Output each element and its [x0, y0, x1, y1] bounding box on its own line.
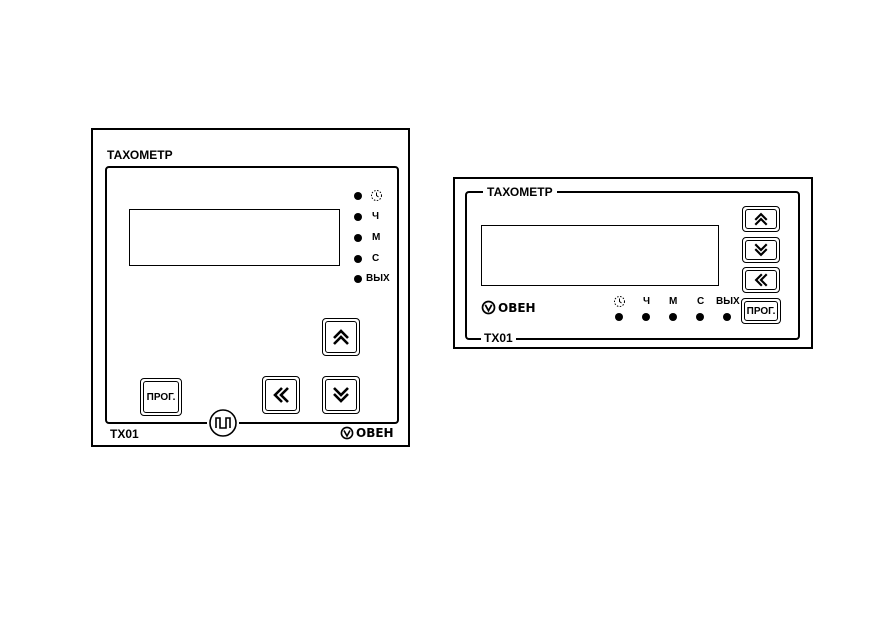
wide-owen-logo: ОВЕН	[481, 300, 536, 315]
wide-panel-title: ТАХОМЕТР	[483, 185, 557, 199]
square-owen-logo: ОВЕН	[340, 426, 394, 440]
square-panel-model: ТХ01	[107, 427, 142, 441]
square-indicator-h-led	[354, 213, 362, 221]
square-indicator-s-led	[354, 255, 362, 263]
owen-logo-icon	[340, 426, 354, 440]
double-chevron-up-icon	[333, 329, 349, 345]
wide-indicator-clock-led	[615, 313, 623, 321]
wide-indicator-m-label: М	[669, 296, 678, 307]
pulse-icon	[207, 408, 239, 438]
square-owen-logo-text: ОВЕН	[356, 426, 394, 440]
wide-indicator-out-label: ВЫХ	[716, 296, 740, 307]
square-indicator-out-led	[354, 275, 362, 283]
double-chevron-up-icon	[754, 212, 768, 226]
square-down-button[interactable]	[322, 376, 360, 414]
clock-icon	[614, 296, 625, 307]
square-panel-display	[129, 209, 340, 266]
wide-indicator-s-led	[696, 313, 704, 321]
double-chevron-left-icon	[754, 273, 768, 287]
square-indicator-m-label: М	[372, 232, 381, 243]
double-chevron-left-icon	[273, 387, 289, 403]
wide-panel: ТАХОМЕТР ПРОГ. ОВЕН Ч М С В	[453, 177, 813, 349]
square-indicator-h-label: Ч	[372, 211, 380, 222]
square-indicator-clock-led	[354, 192, 362, 200]
clock-icon	[371, 190, 382, 201]
wide-indicator-m-led	[669, 313, 677, 321]
wide-prog-button[interactable]: ПРОГ.	[741, 298, 781, 324]
square-prog-button[interactable]: ПРОГ.	[140, 378, 182, 416]
square-panel-title: ТАХОМЕТР	[103, 148, 177, 162]
square-left-button[interactable]	[262, 376, 300, 414]
square-indicator-m-led	[354, 234, 362, 242]
square-prog-button-label: ПРОГ.	[146, 391, 176, 403]
square-panel: ТАХОМЕТР Ч М С ВЫХ ПРОГ.	[91, 128, 410, 447]
wide-panel-inner-frame	[465, 191, 800, 340]
wide-indicator-h-label: Ч	[643, 296, 651, 307]
wide-down-button[interactable]	[742, 237, 780, 263]
square-up-button[interactable]	[322, 318, 360, 356]
wide-up-button[interactable]	[742, 206, 780, 232]
wide-indicator-s-label: С	[697, 296, 705, 307]
double-chevron-down-icon	[754, 243, 768, 257]
wide-owen-logo-text: ОВЕН	[498, 300, 536, 315]
wide-panel-display	[481, 225, 719, 286]
wide-left-button[interactable]	[742, 267, 780, 293]
wide-panel-model: ТХ01	[481, 331, 516, 345]
wide-prog-button-label: ПРОГ.	[746, 305, 776, 317]
wide-indicator-h-led	[642, 313, 650, 321]
square-indicator-out-label: ВЫХ	[366, 273, 390, 284]
owen-logo-icon	[481, 300, 496, 315]
square-panel-inner-frame	[105, 166, 399, 424]
square-indicator-s-label: С	[372, 253, 380, 264]
wide-indicator-out-led	[723, 313, 731, 321]
double-chevron-down-icon	[333, 387, 349, 403]
